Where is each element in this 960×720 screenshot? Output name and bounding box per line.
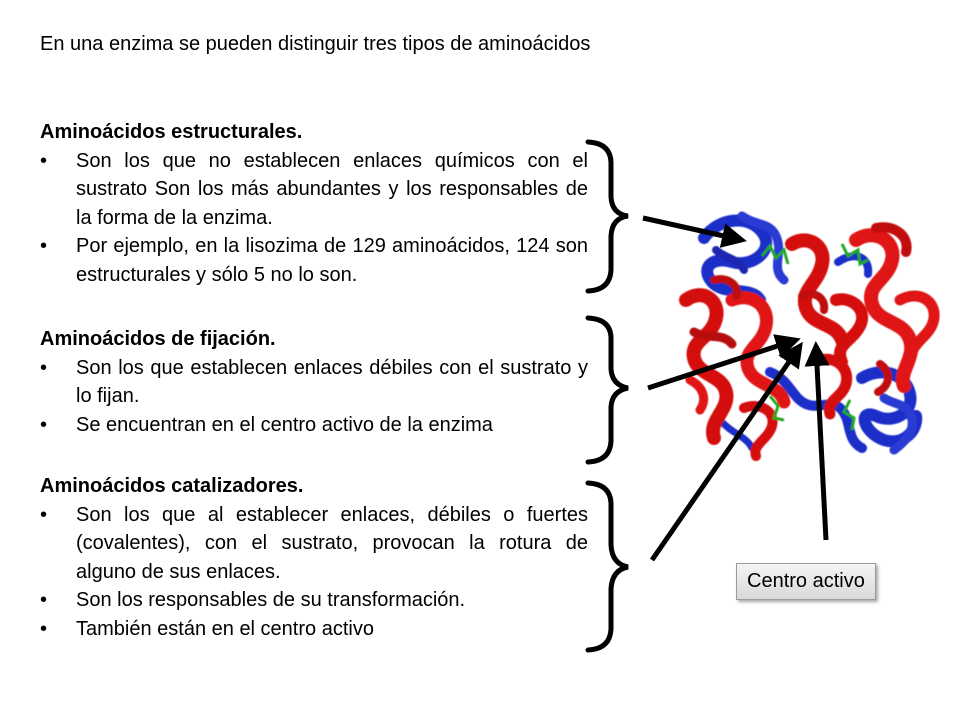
bullet-item: • Son los que no establecen enlaces quím…: [40, 147, 588, 233]
block-structural: Aminoácidos estructurales. • Son los que…: [40, 118, 588, 290]
bullet-item: • Por ejemplo, en la lisozima de 129 ami…: [40, 232, 588, 289]
slide-title: En una enzima se pueden distinguir tres …: [40, 33, 591, 55]
brace-catalytic: [585, 480, 629, 653]
bullet-mark: •: [40, 503, 48, 526]
bullet-text: Por ejemplo, en la lisozima de 129 amino…: [76, 235, 588, 286]
bullet-item: • Son los responsables de su transformac…: [40, 586, 588, 615]
bullet-mark: •: [40, 149, 48, 172]
arrow-binding: [647, 334, 801, 391]
bullet-item: • Son los que al establecer enlaces, déb…: [40, 501, 588, 587]
block-catalytic: Aminoácidos catalizadores. • Son los que…: [40, 472, 588, 644]
block-heading: Aminoácidos catalizadores.: [40, 475, 304, 497]
arrow-structural: [642, 215, 747, 248]
block-heading: Aminoácidos estructurales.: [40, 121, 303, 143]
bullet-item: • También están en el centro activo: [40, 615, 588, 644]
bullet-mark: •: [40, 235, 48, 258]
arrow-catalytic: [649, 341, 803, 562]
bullet-mark: •: [40, 589, 48, 612]
bullet-mark: •: [40, 617, 48, 640]
active-site-label: Centro activo: [736, 563, 876, 600]
block-binding: Aminoácidos de fijación. • Son los que e…: [40, 325, 588, 439]
arrow-active-site: [804, 341, 830, 541]
brace-structural: [585, 139, 629, 294]
bullet-item: • Se encuentran en el centro activo de l…: [40, 411, 588, 440]
brace-binding: [585, 315, 629, 465]
bullet-text: Se encuentran en el centro activo de la …: [76, 413, 493, 436]
bullet-mark: •: [40, 413, 48, 436]
bullet-text: Son los responsables de su transformació…: [76, 589, 466, 612]
enzyme-structure-image: [679, 211, 940, 461]
bullet-text: Son los que establecen enlaces débiles c…: [76, 356, 588, 408]
bullet-text: Son los que al establecer enlaces, débil…: [76, 503, 588, 583]
bullet-text: Son los que no establecen enlaces químic…: [76, 149, 588, 229]
bullet-text: También están en el centro activo: [76, 617, 374, 640]
bullet-mark: •: [40, 356, 48, 379]
block-heading: Aminoácidos de fijación.: [40, 328, 276, 350]
bullet-item: • Son los que establecen enlaces débiles…: [40, 354, 588, 411]
